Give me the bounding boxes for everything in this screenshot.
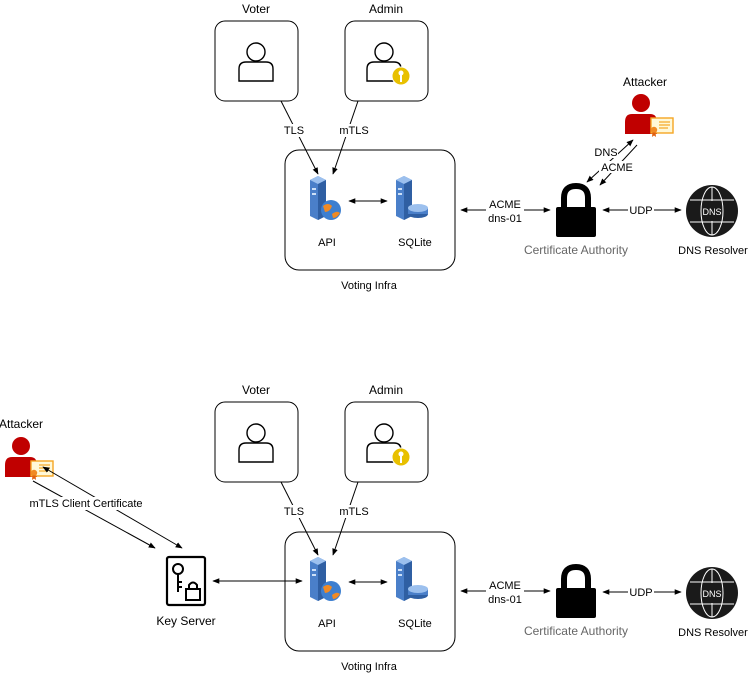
voter-api-edge bbox=[280, 100, 319, 175]
udp-label: UDP bbox=[629, 587, 652, 599]
voter-api-edge bbox=[280, 481, 319, 556]
attacker-icon bbox=[624, 93, 674, 138]
dns-icon-text: DNS bbox=[702, 589, 721, 599]
admin-label: Admin bbox=[369, 383, 403, 397]
acme-label: ACME bbox=[489, 580, 521, 592]
tls-label: TLS bbox=[284, 506, 304, 518]
admin-api-edge bbox=[332, 100, 359, 175]
voter-label: Voter bbox=[242, 383, 270, 397]
admin-label: Admin bbox=[369, 2, 403, 16]
key-server-label: Key Server bbox=[156, 614, 215, 628]
attacker-keyserver-edge-2 bbox=[32, 480, 156, 549]
diagram-top: Voter Admin Voting Infra API SQLite TLS … bbox=[214, 2, 748, 292]
mtls-label: mTLS bbox=[339, 506, 368, 518]
dns-resolver-label: DNS Resolver bbox=[678, 245, 748, 257]
api-label: API bbox=[318, 237, 336, 249]
mtls-label: mTLS bbox=[339, 125, 368, 137]
diagram-bottom: Voter Admin Voting Infra API SQLite TLS … bbox=[0, 383, 748, 673]
admin-key-user-icon bbox=[366, 423, 411, 467]
attacker-label: Attacker bbox=[0, 417, 43, 431]
voting-infra-label: Voting Infra bbox=[341, 280, 398, 292]
key-server-icon bbox=[165, 555, 207, 607]
tls-label: TLS bbox=[284, 125, 304, 137]
attacker-acme-label: ACME bbox=[601, 162, 633, 174]
ca-label: Certificate Authority bbox=[524, 624, 628, 638]
dns01-label: dns-01 bbox=[488, 594, 522, 606]
udp-label: UDP bbox=[629, 205, 652, 217]
admin-api-edge bbox=[332, 481, 359, 556]
voting-infra-label: Voting Infra bbox=[341, 661, 398, 673]
sqlite-label: SQLite bbox=[398, 237, 432, 249]
admin-key-user-icon bbox=[366, 42, 411, 86]
acme-label: ACME bbox=[489, 199, 521, 211]
api-label: API bbox=[318, 618, 336, 630]
dns-resolver-label: DNS Resolver bbox=[678, 627, 748, 639]
dns01-label: dns-01 bbox=[488, 213, 522, 225]
padlock-icon bbox=[556, 186, 596, 237]
attacker-icon bbox=[4, 436, 54, 481]
ca-label: Certificate Authority bbox=[524, 243, 628, 257]
client-cert-label: mTLS Client Certificate bbox=[29, 498, 142, 510]
attacker-label: Attacker bbox=[623, 75, 667, 89]
voting-infra-box[interactable] bbox=[284, 531, 456, 652]
dns-icon-text: DNS bbox=[702, 207, 721, 217]
attacker-dns-label: DNS bbox=[594, 147, 617, 159]
sqlite-label: SQLite bbox=[398, 618, 432, 630]
padlock-icon bbox=[556, 567, 596, 618]
voting-infra-box[interactable] bbox=[284, 149, 456, 271]
voter-label: Voter bbox=[242, 2, 270, 16]
